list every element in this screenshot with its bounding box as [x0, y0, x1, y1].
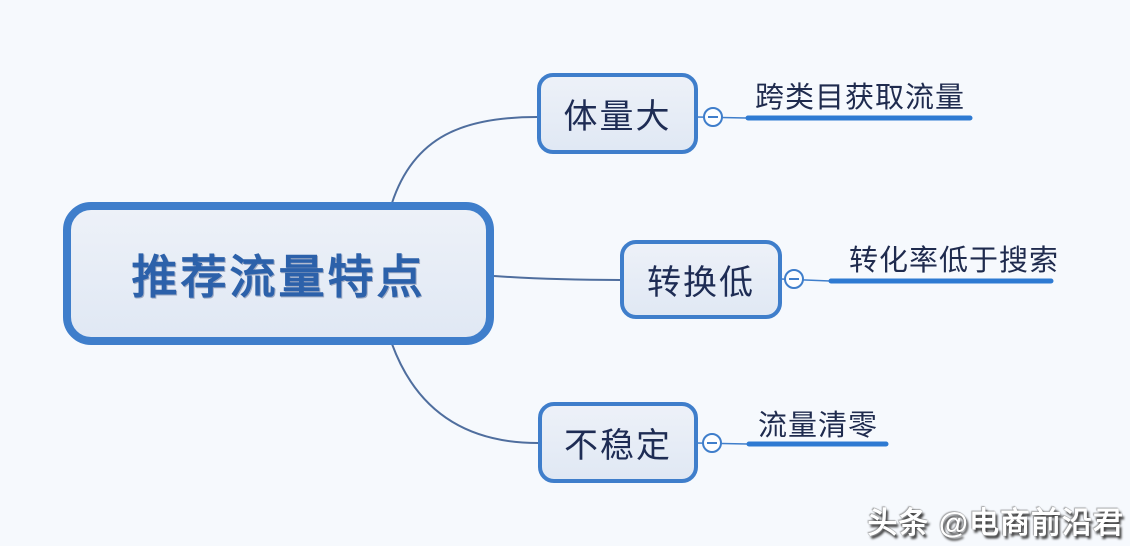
minus-icon — [707, 442, 717, 444]
collapse-toggle-3[interactable] — [702, 433, 722, 453]
branch-node-label: 转换低 — [647, 264, 755, 302]
branch-node-label: 体量大 — [563, 98, 672, 136]
leaf-node-traffic-reset[interactable]: 流量清零 — [757, 410, 878, 442]
branch-node-volume[interactable]: 体量大 — [537, 73, 698, 154]
collapse-toggle-2[interactable] — [784, 269, 804, 289]
branch-node-stability[interactable]: 不稳定 — [538, 402, 698, 483]
watermark-text: 头条 @电商前沿君 — [867, 507, 1124, 540]
curve-root-to-branch-3 — [391, 343, 539, 444]
root-node[interactable]: 推荐流量特点 — [63, 202, 494, 345]
leaf-node-conversion-rate[interactable]: 转化率低于搜索 — [848, 245, 1059, 277]
curve-root-to-branch-1 — [391, 116, 538, 204]
branch-node-label: 不稳定 — [564, 427, 672, 465]
curve-root-to-branch-2 — [493, 275, 621, 281]
minus-icon — [789, 278, 799, 280]
branch-node-conversion[interactable]: 转换低 — [620, 240, 782, 319]
collapse-toggle-1[interactable] — [703, 107, 723, 127]
root-node-label: 推荐流量特点 — [131, 250, 426, 303]
leaf-node-cross-category[interactable]: 跨类目获取流量 — [754, 82, 965, 114]
minus-icon — [708, 116, 718, 118]
